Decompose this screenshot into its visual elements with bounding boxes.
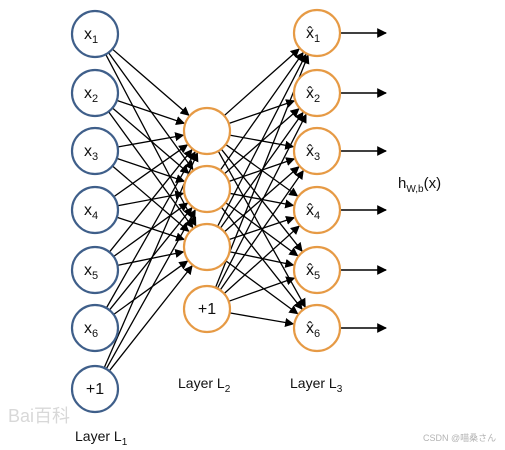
- layer3-node-1-circle: [292, 8, 342, 58]
- edge-l2-3-to-l3-4: [228, 215, 296, 241]
- layer1-node-2-label: x2: [84, 85, 98, 105]
- layer2-node-1: [182, 106, 232, 156]
- edge-l1-6-to-l2-1: [105, 151, 196, 309]
- edge-l1-2-to-l2-1: [116, 99, 186, 125]
- network-nodes: x1 x2 x3 x4 x5 x6 +1 +1 x̂1 x̂2 x̂3 x̂4 x̂5 x̂6: [70, 8, 342, 414]
- edge-l2-3-to-l3-3: [223, 166, 300, 233]
- layer3-node-1-label: x̂1: [306, 25, 320, 45]
- layer3-node-3: x̂3: [292, 126, 342, 176]
- layer1-node-5-circle: [70, 245, 120, 295]
- output-function-label: hW,b(x): [398, 175, 441, 195]
- layer3-node-4: x̂4: [292, 185, 342, 235]
- edge-l1-7-to-l2-2: [105, 209, 196, 370]
- edge-l2-4-to-l3-5: [228, 276, 296, 302]
- layer2-node-3: [182, 222, 232, 272]
- edge-l2-1-to-l3-1: [223, 48, 300, 117]
- edge-l1-3-to-l2-1: [117, 132, 185, 148]
- layer2-node-2: [182, 164, 232, 214]
- baike-watermark-logo: Bai百科: [8, 406, 70, 426]
- layer3-node-2: x̂2: [292, 68, 342, 118]
- edge-l1-3-to-l2-2: [116, 157, 186, 183]
- edge-l2-3-to-l3-1: [216, 53, 307, 227]
- edge-l1-4-to-l2-2: [117, 190, 185, 207]
- edge-l1-5-to-l2-1: [108, 148, 193, 253]
- edge-l1-7-to-l2-3: [108, 265, 193, 372]
- edge-l2-2-to-l3-1: [219, 51, 304, 171]
- layer1-node-7-circle: [70, 364, 120, 414]
- layer3-node-3-circle: [292, 126, 342, 176]
- edge-l1-4-to-l2-3: [116, 216, 186, 242]
- layer3-node-4-label: x̂4: [306, 202, 320, 222]
- layer2-node-4-label: +1: [198, 301, 216, 318]
- layer2-node-4-circle: [182, 284, 232, 334]
- layer1-node-3: x3: [70, 126, 120, 176]
- layer3-node-3-label: x̂3: [306, 143, 320, 163]
- layer1-node-6-label: x6: [84, 320, 98, 340]
- edge-l2-4-to-l3-3: [219, 169, 304, 291]
- layer1-node-3-label: x3: [84, 143, 98, 163]
- layer2-node-4: +1: [182, 284, 232, 334]
- edge-l1-6-to-l2-3: [113, 260, 189, 316]
- layer3-node-4-circle: [292, 185, 342, 235]
- layer1-node-3-circle: [70, 126, 120, 176]
- layer1-node-2-circle: [70, 68, 120, 118]
- layer2-node-2-circle: [182, 164, 232, 214]
- layer1-node-4: x4: [70, 185, 120, 235]
- layer3-label: Layer L3: [290, 375, 343, 395]
- layer1-label: Layer L1: [75, 428, 128, 448]
- edge-l2-4-to-l3-2: [216, 113, 307, 289]
- layer1-node-6-circle: [70, 303, 120, 353]
- edge-l1-6-to-l2-2: [108, 206, 193, 311]
- edge-l2-3-to-l3-6: [225, 260, 299, 315]
- layer3-node-5: x̂5: [292, 245, 342, 295]
- layer1-node-4-label: x4: [84, 202, 98, 222]
- layer3-node-6: x̂6: [292, 303, 342, 353]
- edge-l2-4-to-l3-6: [229, 312, 295, 328]
- layer2-node-1-circle: [182, 106, 232, 156]
- edge-l1-1-to-l2-1: [111, 48, 190, 116]
- edge-l1-7-to-l2-1: [103, 152, 199, 369]
- layer3-node-1: x̂1: [292, 8, 342, 58]
- edge-l1-1-to-l2-2: [107, 52, 194, 171]
- layer3-node-2-circle: [292, 68, 342, 118]
- layer1-node-1-label: x1: [84, 26, 98, 46]
- edge-l1-4-to-l2-1: [113, 144, 189, 198]
- layer1-node-4-circle: [70, 185, 120, 235]
- layer1-node-5-label: x5: [84, 262, 98, 282]
- layer1-node-1-circle: [70, 9, 120, 59]
- layer2-label: Layer L2: [178, 375, 231, 395]
- layer1-node-7: +1: [70, 364, 120, 414]
- layer1-node-5: x5: [70, 245, 120, 295]
- layer1-node-6: x6: [70, 303, 120, 353]
- connection-edges: [103, 48, 310, 372]
- layer2-node-3-circle: [182, 222, 232, 272]
- layer3-node-2-label: x̂2: [306, 85, 320, 105]
- edge-l2-3-to-l3-5: [229, 251, 295, 268]
- edge-l2-4-to-l3-4: [223, 225, 300, 295]
- layer1-node-2: x2: [70, 68, 120, 118]
- layer1-node-1: x1: [70, 9, 120, 59]
- csdn-credit-watermark: CSDN @喵桑さん: [423, 433, 496, 443]
- layer1-node-7-label: +1: [86, 381, 104, 398]
- layer3-node-6-circle: [292, 303, 342, 353]
- layer3-node-6-label: x̂6: [306, 320, 320, 340]
- layer3-node-5-circle: [292, 245, 342, 295]
- output-arrows: [340, 28, 387, 333]
- edge-l1-3-to-l2-3: [112, 165, 190, 232]
- layer3-node-5-label: x̂5: [306, 262, 320, 282]
